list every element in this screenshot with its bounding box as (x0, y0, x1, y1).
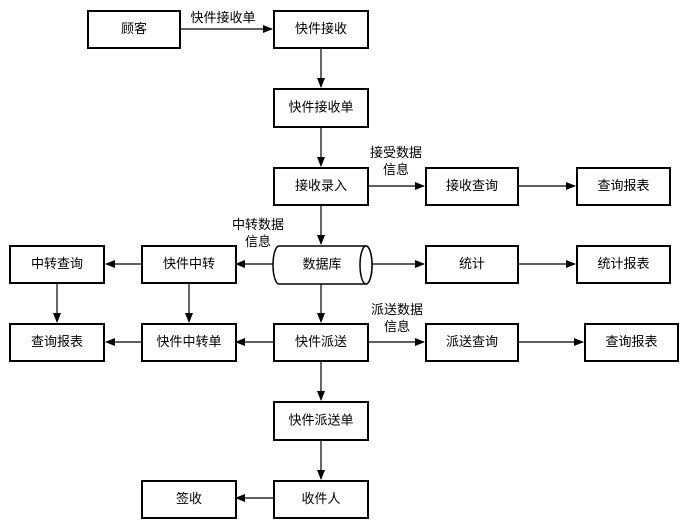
node-dispatch-query: 派送查询 (425, 323, 519, 362)
node-query-report-right: 查询报表 (584, 323, 679, 362)
node-transfer-query: 中转查询 (9, 245, 105, 284)
node-sign-receipt-label: 签收 (176, 491, 202, 507)
label-transfer-data-line1: 中转数据 (232, 218, 284, 233)
node-express-dispatch: 快件派送 (273, 323, 369, 362)
node-query-report-right-label: 查询报表 (605, 335, 657, 350)
node-query-report-top-label: 查询报表 (597, 179, 649, 194)
database-cylinder: 数据库 (272, 245, 373, 285)
node-query-report-left-label: 查询报表 (31, 335, 83, 350)
node-customer-label: 顾客 (121, 21, 147, 37)
node-statistics-report: 统计报表 (576, 245, 671, 284)
node-express-transfer: 快件中转 (141, 245, 237, 284)
edge-labels: 快件接收单 接受数据 信息 中转数据 信息 派送数据 信息 (190, 10, 423, 335)
label-dispatch-data-line2: 信息 (384, 319, 410, 335)
node-query-report-top: 查询报表 (576, 167, 671, 206)
node-express-receive-label: 快件接收 (295, 21, 347, 37)
node-statistics-label: 统计 (459, 257, 485, 272)
label-customer-to-receive: 快件接收单 (190, 10, 255, 26)
label-received-data-line2: 信息 (383, 162, 409, 178)
node-transfer-query-label: 中转查询 (31, 257, 83, 272)
node-receive-entry-label: 接收录入 (295, 178, 347, 194)
node-express-dispatch-form-label: 快件派送单 (288, 414, 353, 429)
node-statistics: 统计 (425, 245, 519, 284)
node-statistics-report-label: 统计报表 (597, 257, 649, 272)
node-recipient: 收件人 (273, 480, 369, 519)
node-receive-query: 接收查询 (425, 167, 519, 206)
node-recipient-label: 收件人 (301, 492, 340, 507)
connectors (53, 25, 584, 502)
node-customer: 顾客 (87, 10, 181, 49)
node-express-receipt-form: 快件接收单 (273, 88, 369, 128)
node-receive-entry: 接收录入 (273, 167, 369, 206)
database-end-cap (359, 245, 373, 285)
node-receive-query-label: 接收查询 (446, 178, 498, 194)
node-express-transfer-label: 快件中转 (163, 257, 215, 272)
label-dispatch-data-line1: 派送数据 (371, 303, 423, 318)
label-transfer-data-line2: 信息 (245, 234, 271, 250)
node-query-report-left: 查询报表 (9, 323, 105, 362)
node-express-transfer-form-label: 快件中转单 (156, 335, 221, 350)
node-dispatch-query-label: 派送查询 (446, 335, 498, 350)
node-database-label: 数据库 (302, 257, 341, 273)
label-received-data-line1: 接受数据 (370, 145, 422, 161)
node-express-dispatch-form: 快件派送单 (273, 401, 369, 441)
node-express-transfer-form: 快件中转单 (141, 323, 237, 362)
node-express-receipt-form-label: 快件接收单 (288, 100, 353, 116)
node-sign-receipt: 签收 (141, 480, 237, 519)
node-express-receive: 快件接收 (273, 10, 369, 49)
node-express-dispatch-label: 快件派送 (295, 335, 347, 350)
